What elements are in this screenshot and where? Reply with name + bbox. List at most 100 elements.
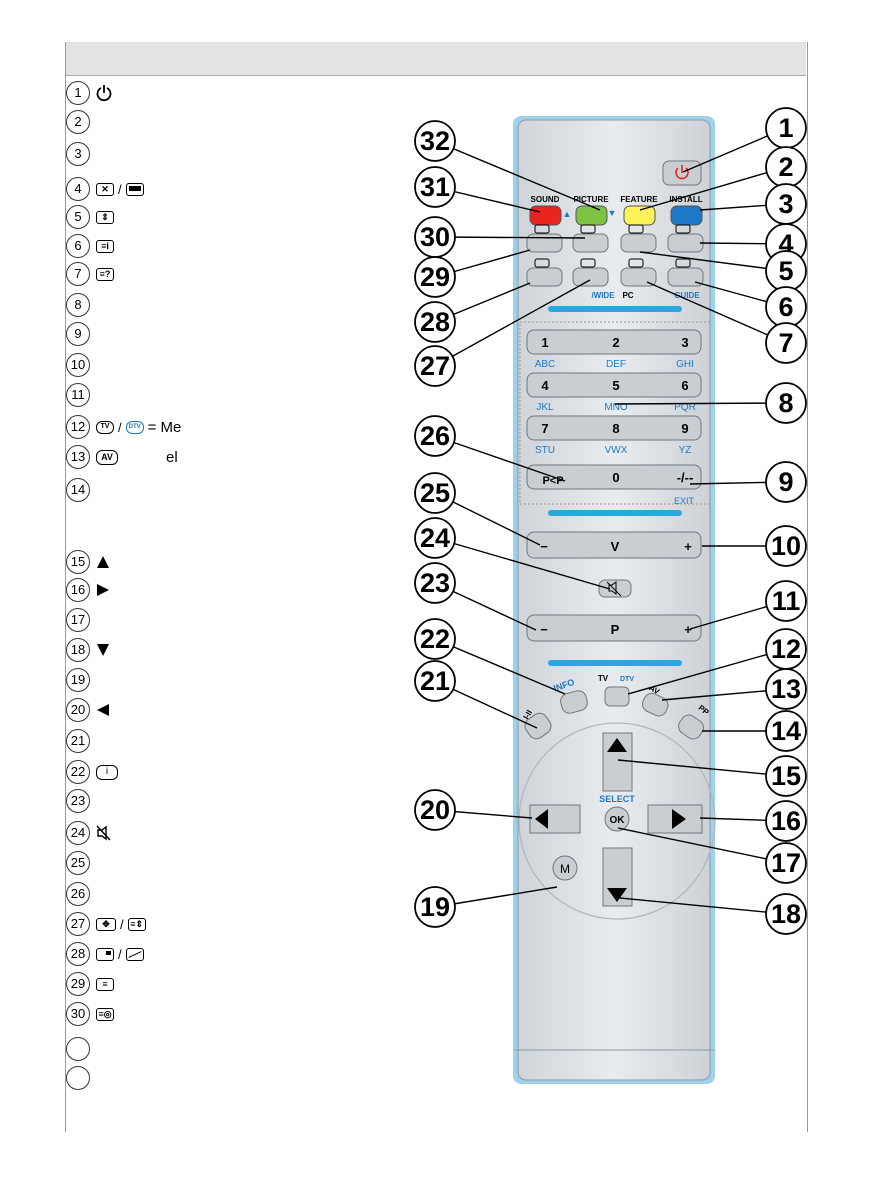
wide-icon: ✥ [96,917,116,931]
ok-button[interactable] [604,806,630,832]
callout-circle [414,886,456,928]
color-key-feature-button[interactable] [623,205,656,226]
volume-down-button: − [540,539,548,554]
callout-number: 21 [420,666,450,696]
legend-symbols: ⇕ [96,208,114,226]
legend-number-badge: 12 [66,415,90,439]
teletext-index-icon: ≡i [96,239,114,253]
callout-number: 30 [420,222,450,252]
teletext-button[interactable] [526,267,563,287]
av-button[interactable] [640,691,671,719]
remote-body [513,116,715,1084]
legend-symbols: ≡◎ [96,1005,114,1023]
info-button[interactable] [559,689,589,715]
teletext-symbol-icon [534,224,550,234]
callout-circle [414,472,456,514]
teletext-button[interactable] [667,267,704,287]
callout-circle [765,461,807,503]
divider-bar [548,660,682,666]
program-label: P [611,622,620,637]
color-key-sound-button[interactable] [529,205,562,226]
color-key-install-button[interactable] [670,205,703,226]
digit-0-button: 0 [612,470,619,485]
legend-item: 19 [66,667,386,693]
legend-item: 24 [66,820,386,846]
callout-number: 13 [771,674,801,704]
callout-number: 24 [420,523,450,553]
callout-leader-line [617,827,787,864]
color-key-picture-button[interactable] [575,205,608,226]
callout-circle [765,800,807,842]
teletext-button[interactable] [526,233,563,253]
legend-item: 25 [66,850,386,876]
legend-number-badge: 3 [66,142,90,166]
legend-item: 29≡ [66,971,386,997]
callout-leader-line [434,279,591,367]
tv-dtv-button[interactable] [604,686,630,707]
callout-number: 18 [771,899,801,929]
callout-leader-line [434,140,601,211]
select-label: SELECT [599,794,635,804]
digit-letters: ABC [535,359,556,370]
arrow-down-icon [607,888,627,902]
callout-number: 16 [771,806,801,836]
teletext-symbol-icon [675,258,691,268]
legend-number-badge: 2 [66,110,90,134]
legend-item: 8 [66,292,386,318]
digit-row [526,415,702,441]
digit-2-button: 2 [612,335,619,350]
legend-number-badge [66,1066,90,1090]
teletext-button[interactable] [667,233,704,253]
digit-row [526,372,702,398]
callout-circle [765,525,807,567]
nav-right-button[interactable] [647,804,703,834]
digit-row-bottom [526,464,702,490]
tv-label: TV [598,674,609,683]
callout-circle [414,216,456,258]
digit-letters: MNO [604,402,628,413]
teletext-button[interactable] [620,233,657,253]
digit-letters: GHI [676,359,694,370]
legend-item: 30≡◎ [66,1001,386,1027]
mute-button[interactable] [598,579,632,598]
arrow-up-icon [607,738,627,752]
legend-symbols [96,641,110,659]
legend-number-badge: 1 [66,81,90,105]
legend-number-badge: 17 [66,608,90,632]
callout-leader-line [434,537,611,590]
volume-rocker[interactable] [526,531,702,559]
legend-item: 5⇕ [66,204,386,230]
teletext-symbol-icon [628,258,644,268]
volume-label: V [611,539,620,554]
arrow-up-small-icon: ▲ [563,209,572,219]
subtitle-icon [125,947,144,961]
menu-button[interactable] [552,855,578,881]
teletext-symbol-icon [580,224,596,234]
digit-7-button: 7 [541,421,548,436]
callout-number: 6 [778,292,793,322]
teletext-button[interactable] [572,267,609,287]
callout-number: 15 [771,761,801,791]
color-key-label: SOUND [531,195,560,204]
program-rocker[interactable] [526,614,702,642]
callout-number: 26 [420,421,450,451]
legend-item: 26 [66,881,386,907]
language-button[interactable] [522,710,554,742]
legend-symbols: i [96,763,118,781]
color-key-label: INSTALL [669,195,702,204]
legend-number-badge: 13 [66,445,90,469]
legend-number-badge: 24 [66,821,90,845]
callout-circle [414,166,456,208]
digit-letters: YZ [679,445,692,456]
legend-text: = Me [147,418,182,436]
legend-number-badge: 26 [66,882,90,906]
legend-item: 16 [66,577,386,603]
legend-item: 20 [66,697,386,723]
pp-button[interactable] [675,712,706,742]
legend-number-badge: 29 [66,972,90,996]
legend-symbols [96,553,110,571]
program-up-button: + [684,622,692,637]
teletext-update-icon: ≡⇕ [127,917,146,931]
legend-item: 9 [66,321,386,347]
teletext-button[interactable] [572,233,609,253]
